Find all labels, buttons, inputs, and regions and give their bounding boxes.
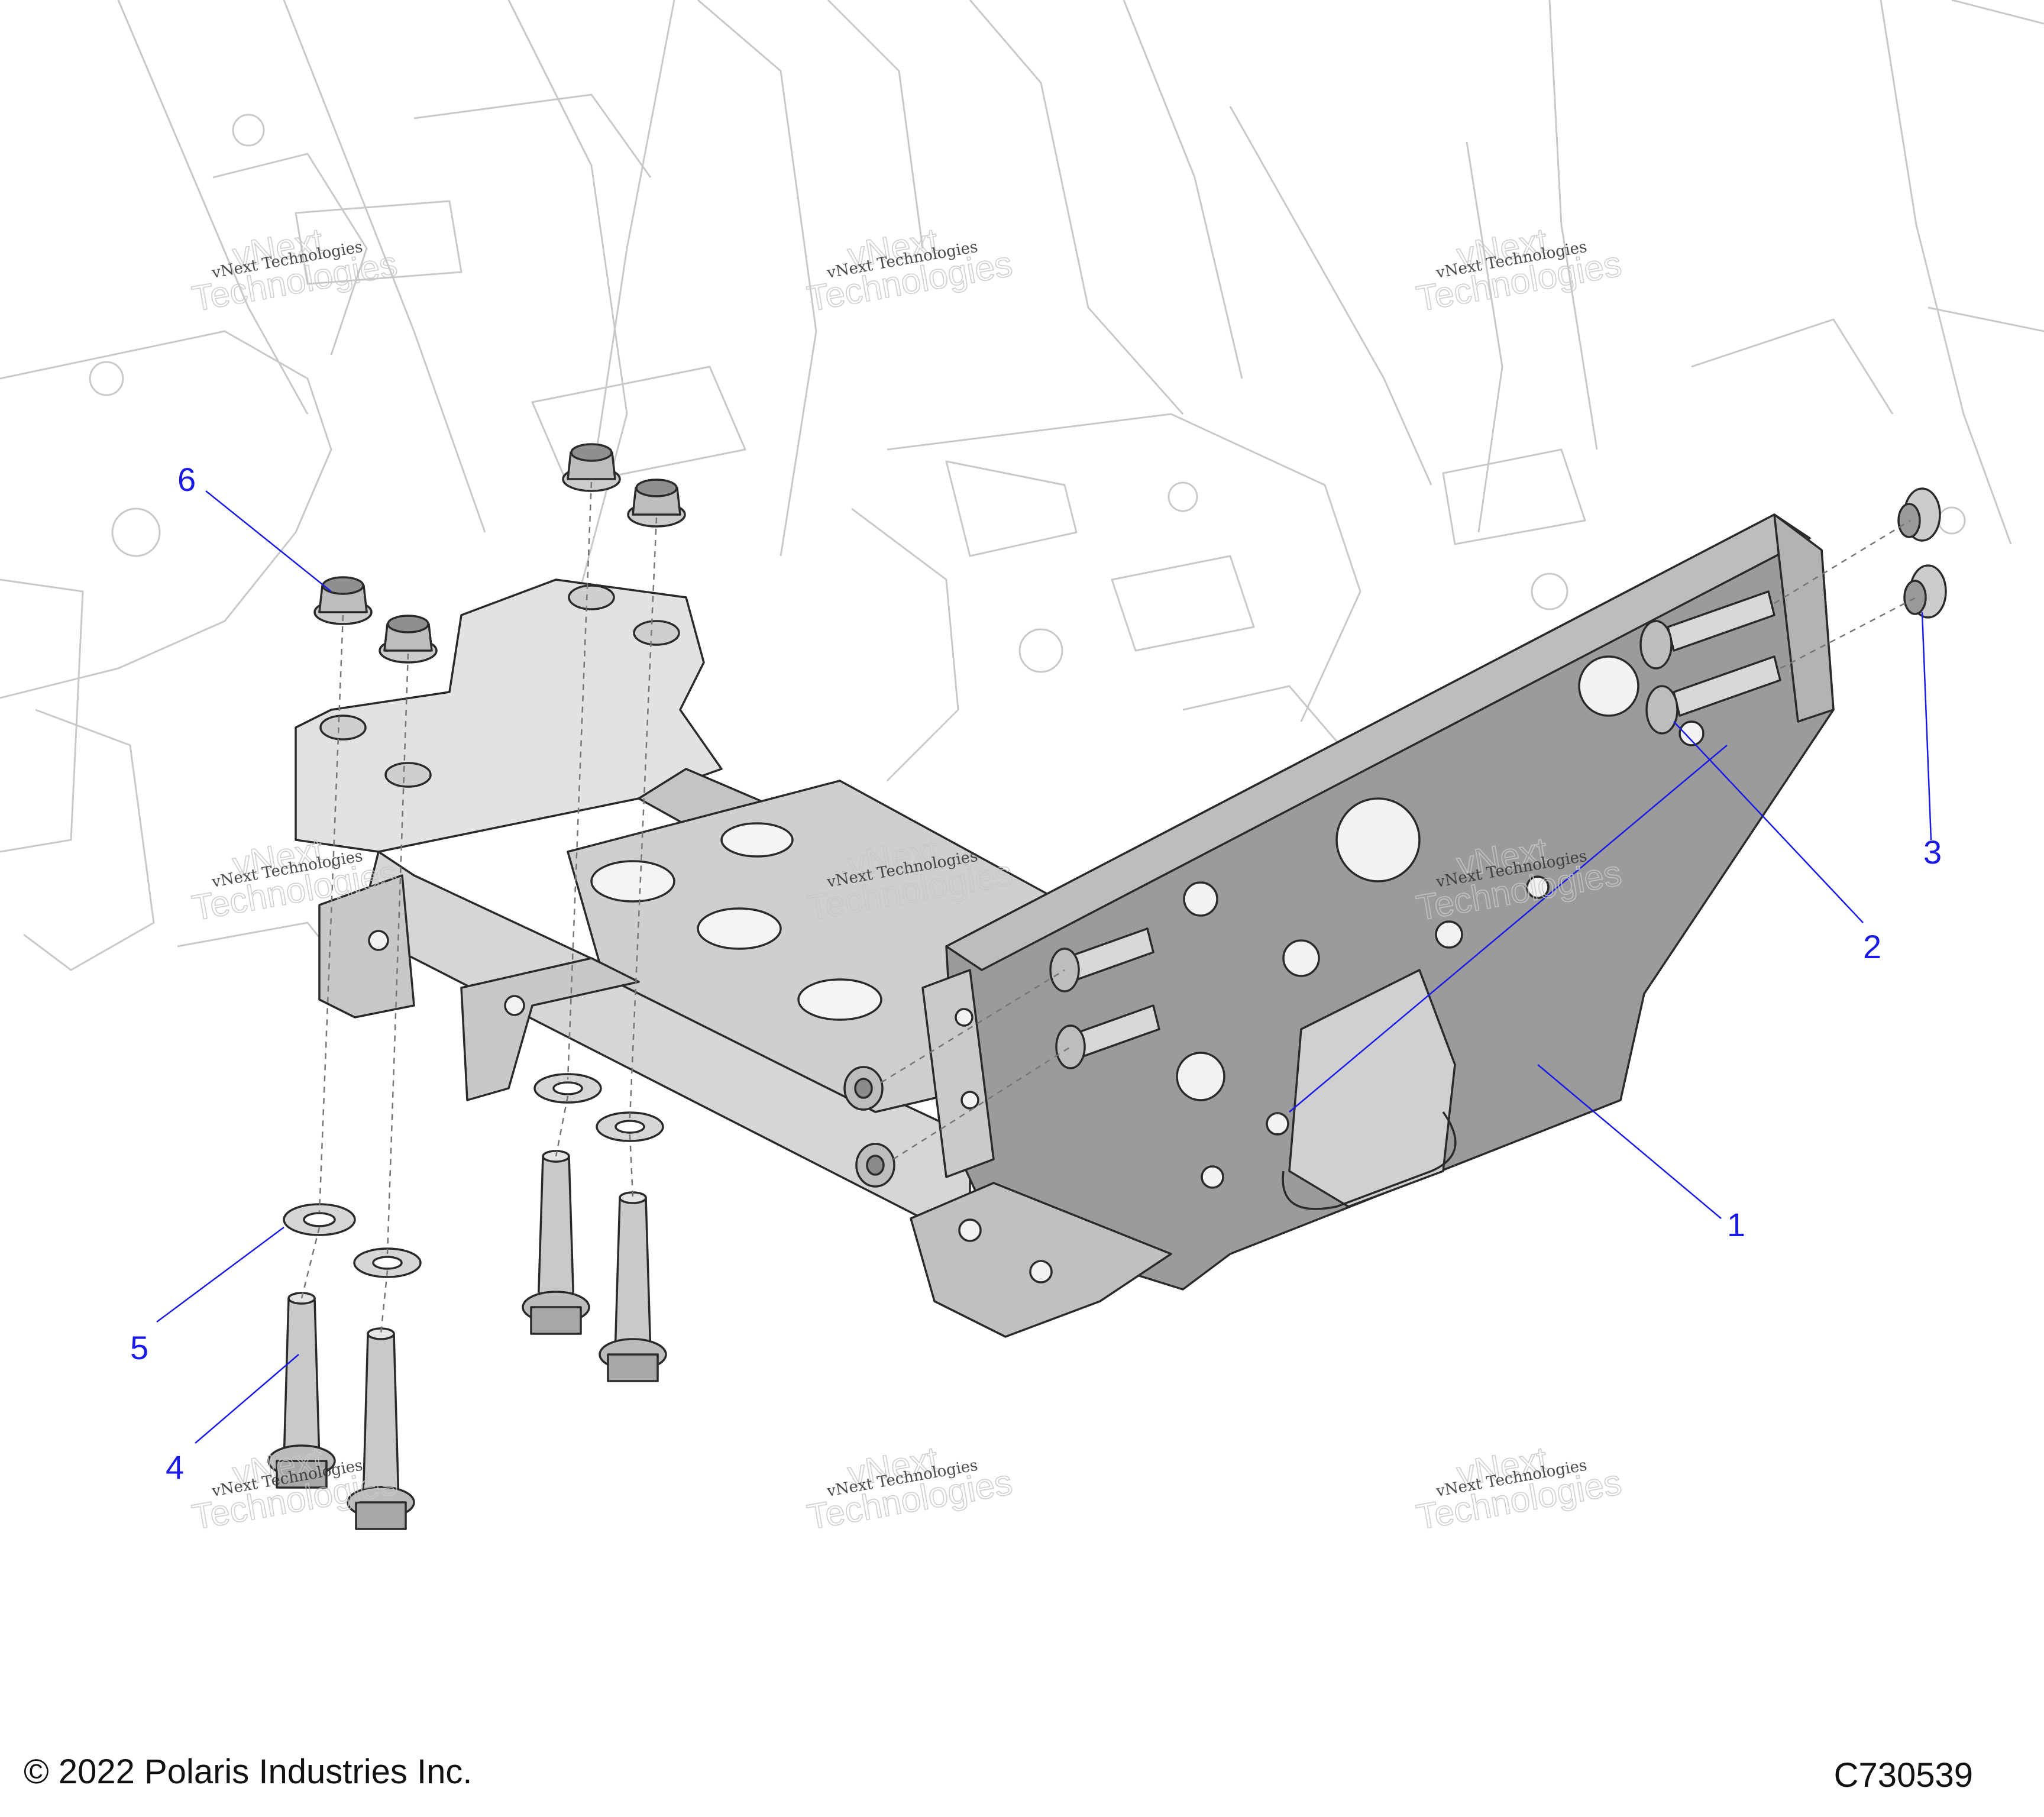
flange-nut	[1897, 487, 1941, 542]
washers	[283, 1073, 664, 1278]
front-bumper-bracket-assembly	[295, 513, 1835, 1338]
alignment-lines	[300, 481, 1917, 1334]
flange-nut	[379, 615, 438, 664]
leader-lines	[156, 490, 1932, 1444]
callout-5[interactable]: 5	[130, 1329, 148, 1366]
flange-nut	[562, 443, 621, 492]
watermark: Technologies vNext vNext Technologies	[189, 221, 400, 319]
callout-1[interactable]: 1	[1727, 1206, 1745, 1243]
flange-bolt	[1055, 1004, 1160, 1069]
flange-bolt	[1645, 655, 1781, 735]
watermark: Technologies vNext vNext Technologies	[804, 1439, 1015, 1538]
callout-3[interactable]: 3	[1923, 833, 1942, 871]
callout-2[interactable]: 2	[1863, 928, 1881, 965]
flange-bolt	[267, 1292, 336, 1489]
long-flange-bolts	[267, 1150, 667, 1530]
washer	[353, 1247, 422, 1278]
flange-bolt	[347, 1327, 415, 1530]
washer	[596, 1111, 664, 1142]
washer	[283, 1203, 356, 1236]
copyright-notice: © 2022 Polaris Industries Inc.	[24, 1753, 473, 1791]
upper-mount-pads	[319, 584, 680, 788]
watermark: Technologies vNext vNext Technologies	[804, 221, 1015, 319]
flange-nuts-upper	[313, 443, 686, 664]
washer	[533, 1073, 602, 1104]
flange-nut	[313, 576, 373, 625]
diagram-code: C730539	[1833, 1756, 1973, 1795]
watermark: Technologies vNext vNext Technologies	[804, 830, 1015, 929]
callout-4[interactable]: 4	[166, 1449, 184, 1486]
flange-nut	[843, 1066, 884, 1111]
flange-bolt	[599, 1191, 667, 1382]
flange-bolt	[1639, 590, 1775, 670]
flange-nut	[855, 1143, 895, 1188]
watermark: Technologies vNext vNext Technologies	[1413, 1439, 1625, 1538]
side-flange-bolts	[843, 590, 1781, 1188]
watermark: Technologies vNext vNext Technologies	[1413, 221, 1625, 319]
flange-nuts-side	[1897, 487, 1947, 619]
callout-labels: 6 3 2 1 5 4	[130, 461, 1942, 1486]
flange-nut	[627, 479, 686, 528]
callout-6[interactable]: 6	[177, 461, 196, 498]
flange-bolt	[522, 1150, 590, 1335]
flange-nut	[1903, 564, 1947, 619]
